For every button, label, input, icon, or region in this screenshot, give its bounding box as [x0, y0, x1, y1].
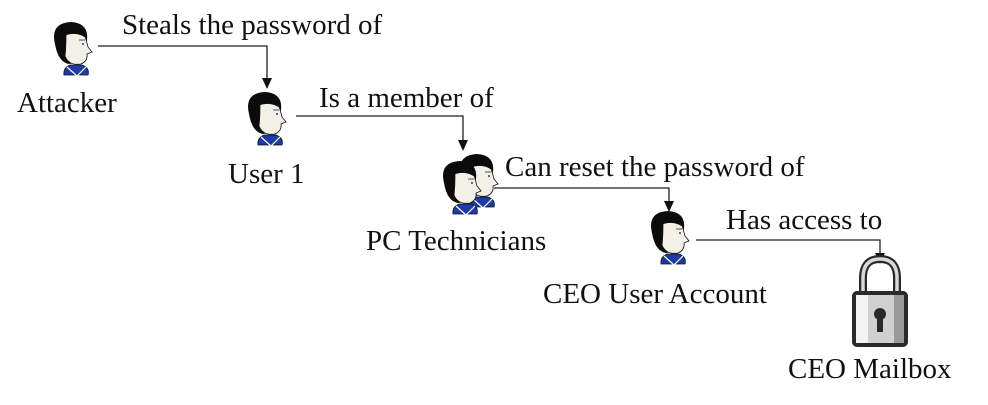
edge-steals-password: Steals the password of	[98, 9, 382, 89]
node-label-user1: User 1	[228, 158, 305, 190]
node-label-pc-technicians: PC Technicians	[366, 225, 546, 257]
group-icon	[442, 153, 499, 216]
edge-has-access: Has access to	[696, 204, 885, 264]
ceo-person-icon	[650, 210, 690, 266]
node-label-attacker: Attacker	[17, 87, 117, 119]
node-label-ceo-mailbox: CEO Mailbox	[788, 353, 952, 385]
user1-person-icon	[247, 91, 287, 147]
edge-label-has-access: Has access to	[726, 204, 882, 236]
node-ceo-mailbox: CEO Mailbox	[788, 259, 952, 385]
node-label-ceo-user-account: CEO User Account	[543, 278, 767, 310]
node-ceo-user-account: CEO User Account	[543, 210, 767, 310]
edge-label-steals-password: Steals the password of	[122, 9, 382, 41]
edge-member-of: Is a member of	[296, 82, 494, 151]
node-attacker: Attacker	[17, 21, 117, 119]
node-pc-technicians: PC Technicians	[366, 153, 546, 257]
edge-label-reset-password: Can reset the password of	[505, 151, 805, 183]
padlock-icon	[852, 259, 908, 347]
edge-reset-password: Can reset the password of	[494, 151, 805, 212]
node-user1: User 1	[228, 91, 305, 190]
edge-label-member-of: Is a member of	[319, 82, 494, 114]
attacker-person-icon	[53, 21, 93, 77]
